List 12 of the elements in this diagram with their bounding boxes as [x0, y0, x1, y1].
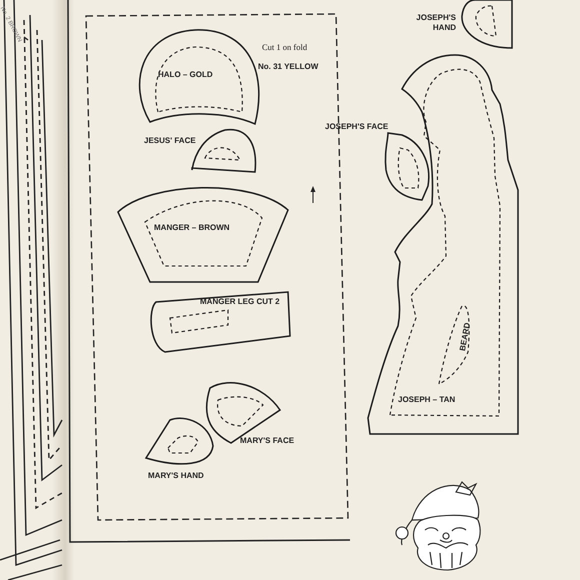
piece-label: MARY'S FACE: [240, 436, 294, 446]
piece-label: HALO – GOLD: [158, 70, 213, 80]
pattern-note: No. 31 YELLOW: [258, 62, 318, 71]
piece-label: MANGER – BROWN: [154, 223, 230, 233]
piece-label: JOSEPH – TAN: [398, 395, 456, 405]
piece-label: MANGER LEG CUT 2: [200, 297, 280, 307]
piece-label: JOSEPH'S FACE: [325, 122, 388, 132]
pattern-note: Cut 1 on fold: [262, 42, 308, 52]
piece-label: JESUS' FACE: [144, 136, 196, 146]
piece-label: JOSEPH'S HAND: [415, 13, 456, 33]
piece-label: MARY'S HAND: [148, 471, 204, 481]
piece-label: BEARD: [458, 322, 473, 352]
